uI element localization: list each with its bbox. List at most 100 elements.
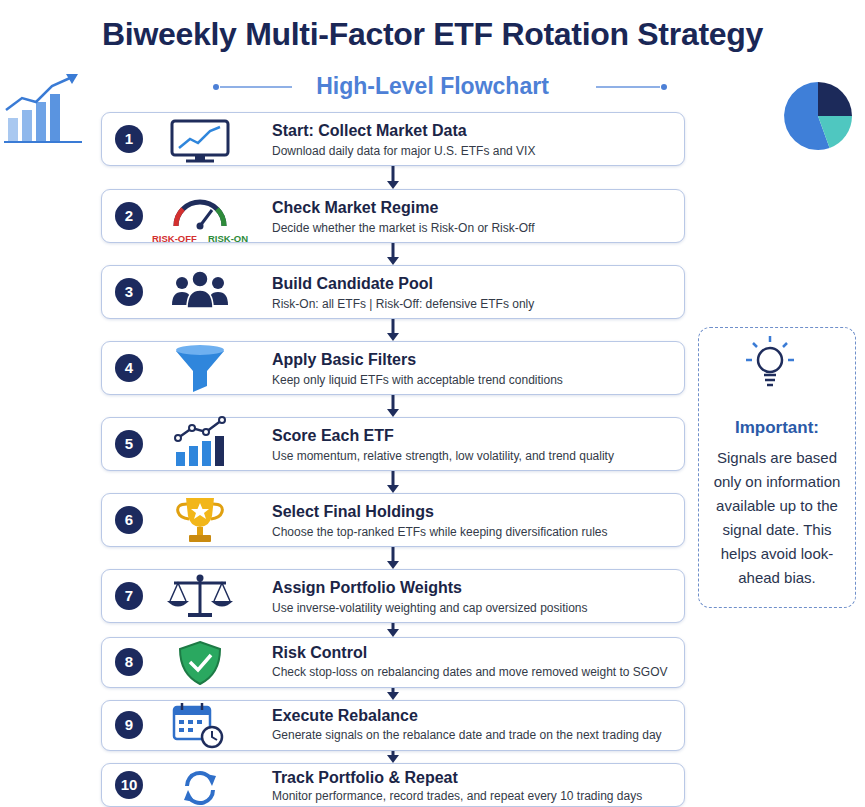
step-number: 1 <box>115 125 143 153</box>
arrow-head <box>387 257 399 265</box>
step-description: Keep only liquid ETFs with acceptable tr… <box>272 373 563 387</box>
header-chart-icon-part <box>8 118 18 142</box>
step-heading: Select Final Holdings <box>272 503 434 521</box>
step-heading: Assign Portfolio Weights <box>272 579 462 597</box>
step-description: Download daily data for major U.S. ETFs … <box>272 144 535 158</box>
step-description: Use momentum, relative strength, low vol… <box>272 449 614 463</box>
subtitle-rule-part <box>213 84 219 90</box>
step-number-text: 6 <box>115 506 143 534</box>
step-number-text: 1 <box>115 125 143 153</box>
header-chart-icon-part <box>66 74 78 84</box>
step-number: 5 <box>115 430 143 458</box>
process-box: Apply Basic FiltersKeep only liquid ETFs… <box>101 341 685 395</box>
step-heading: Risk Control <box>272 644 367 662</box>
process-box: Track Portfolio & RepeatMonitor performa… <box>101 763 685 807</box>
header-chart-icon-part <box>36 102 46 142</box>
arrow-head <box>387 485 399 493</box>
header-pie-icon-part <box>818 82 852 116</box>
step-description: Risk-On: all ETFs | Risk-Off: defensive … <box>272 297 534 311</box>
arrow-shaft <box>392 471 395 485</box>
callout-heading: Important: <box>699 418 855 438</box>
step-description: Generate signals on the rebalance date a… <box>272 728 662 742</box>
step-number-text: 9 <box>115 711 143 739</box>
step-number: 10 <box>115 771 143 799</box>
step-number: 9 <box>115 711 143 739</box>
flow-arrow <box>387 547 399 569</box>
arrow-shaft <box>392 688 395 692</box>
step-description: Decide whether the market is Risk-On or … <box>272 221 535 235</box>
header-chart-icon <box>4 74 82 142</box>
flow-arrow <box>387 623 399 637</box>
process-box: Execute RebalanceGenerate signals on the… <box>101 700 685 751</box>
flow-arrow <box>387 751 399 763</box>
flow-arrow <box>387 166 399 189</box>
subtitle-rule-part <box>661 84 667 90</box>
subtitle-rule-part <box>220 86 292 88</box>
step-number: 6 <box>115 506 143 534</box>
callout-text: Signals are based only on information av… <box>706 446 848 590</box>
arrow-shaft <box>392 547 395 561</box>
step-number-text: 10 <box>115 771 143 799</box>
header-pie-icon <box>784 82 852 150</box>
process-box: Select Final HoldingsChoose the top-rank… <box>101 493 685 547</box>
arrow-shaft <box>392 395 395 409</box>
step-heading: Check Market Regime <box>272 199 438 217</box>
process-box: Score Each ETF Use momentum, relative str… <box>101 417 685 471</box>
arrow-head <box>387 629 399 637</box>
step-number: 8 <box>115 648 143 676</box>
process-box: Assign Portfolio WeightsUse inverse-vola… <box>101 569 685 623</box>
step-heading: Score Each ETF <box>272 427 394 445</box>
process-box: Build Candidate PoolRisk-On: all ETFs | … <box>101 265 685 319</box>
arrow-head <box>387 333 399 341</box>
gauge-label: RISK-OFF <box>152 233 197 244</box>
step-heading: Track Portfolio & Repeat <box>272 769 458 787</box>
step-heading: Apply Basic Filters <box>272 351 416 369</box>
arrow-shaft <box>392 319 395 333</box>
step-number-text: 4 <box>115 354 143 382</box>
step-description: Use inverse-volatility weighting and cap… <box>272 601 588 615</box>
step-heading: Start: Collect Market Data <box>272 122 467 140</box>
arrow-shaft <box>392 243 395 257</box>
process-box: Risk ControlCheck stop-loss on rebalanci… <box>101 637 685 688</box>
arrow-head <box>387 409 399 417</box>
flow-arrow <box>387 471 399 493</box>
header-chart-icon-part <box>50 94 60 142</box>
flow-arrow <box>387 319 399 341</box>
step-number: 3 <box>115 278 143 306</box>
header-pie-icon-part <box>818 116 852 148</box>
diagram-title: Biweekly Multi-Factor ETF Rotation Strat… <box>0 16 865 53</box>
note-callout: Important: Signals are based only on info… <box>698 327 856 608</box>
arrow-shaft <box>392 166 395 181</box>
arrow-head <box>387 561 399 569</box>
header-chart-icon-part <box>4 141 82 143</box>
step-description: Monitor performance, record trades, and … <box>272 789 642 803</box>
step-heading: Execute Rebalance <box>272 707 418 725</box>
step-description: Choose the top-ranked ETFs while keeping… <box>272 525 608 539</box>
gauge-label: RISK-ON <box>208 233 248 244</box>
flow-arrow <box>387 243 399 265</box>
arrow-head <box>387 181 399 189</box>
arrow-head <box>387 692 399 700</box>
step-description: Check stop-loss on rebalancing dates and… <box>272 665 668 679</box>
step-number-text: 5 <box>115 430 143 458</box>
process-box: Start: Collect Market DataDownload daily… <box>101 112 685 166</box>
arrow-shaft <box>392 751 395 755</box>
arrow-shaft <box>392 623 395 629</box>
header-chart-icon-part <box>22 110 32 142</box>
flow-arrow <box>387 395 399 417</box>
header-pie-icon-part <box>784 82 829 150</box>
subtitle: High-Level Flowchart <box>0 73 865 100</box>
flow-arrow <box>387 688 399 700</box>
step-number-text: 3 <box>115 278 143 306</box>
step-number-text: 2 <box>115 202 143 230</box>
step-number: 4 <box>115 354 143 382</box>
arrow-head <box>387 755 399 763</box>
subtitle-rule-part <box>596 86 660 88</box>
header-chart-icon-part <box>6 78 70 110</box>
step-number-text: 8 <box>115 648 143 676</box>
step-number-text: 7 <box>115 582 143 610</box>
step-number: 7 <box>115 582 143 610</box>
step-number: 2 <box>115 202 143 230</box>
step-heading: Build Candidate Pool <box>272 275 433 293</box>
